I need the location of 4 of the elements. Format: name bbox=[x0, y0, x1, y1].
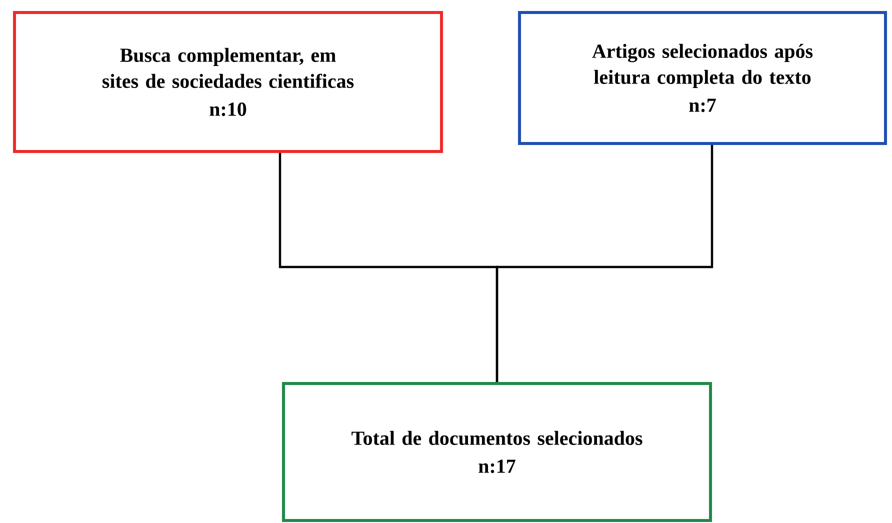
process-box: Artigos selecionados após leitura completa do texto n:7 bbox=[518, 11, 887, 145]
process-box: Total de documentos selecionados n:17 bbox=[282, 382, 712, 522]
process-box: Busca complementar, em sites de sociedades cientificas n:10 bbox=[13, 11, 443, 153]
connector-line bbox=[496, 145, 714, 382]
